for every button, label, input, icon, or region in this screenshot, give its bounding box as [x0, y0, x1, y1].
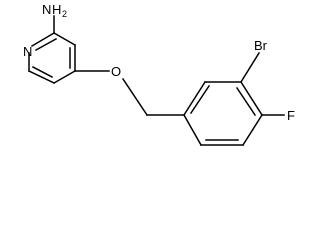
bond-ring-d — [241, 113, 264, 147]
bond-c4-c5 — [52, 69, 77, 85]
fluorobromobenzene-ring — [182, 80, 264, 147]
bond-n1-c2-inner — [34, 37, 58, 52]
fluorine-label: F — [287, 108, 295, 123]
bond-c5-c6 — [27, 69, 56, 85]
bond-ring-a-inner — [189, 84, 211, 115]
bromine-label: Br — [254, 38, 268, 53]
pyridine-ring — [27, 31, 77, 85]
bond-n1-c2 — [30, 31, 56, 48]
ether-oxygen-label: O — [111, 64, 121, 79]
bond-c2-c3 — [52, 31, 77, 47]
bond-ring-c-inner — [235, 86, 257, 117]
bond-ring-f — [182, 113, 203, 147]
amine-nitrogen-label: N — [42, 2, 51, 17]
bond-c5-c6-inner — [31, 65, 54, 79]
chemical-structure: N N H 2 O Br F — [23, 2, 295, 147]
amine-hydrogen-label: H — [52, 2, 61, 17]
bond-ring-a — [182, 80, 207, 117]
amine-subscript-label: 2 — [62, 9, 67, 19]
bond-ring-bromine — [239, 51, 261, 84]
pyridine-nitrogen-label: N — [23, 44, 32, 59]
bond-ring-c — [239, 80, 264, 117]
bond-oxygen-ch2 — [121, 77, 149, 117]
